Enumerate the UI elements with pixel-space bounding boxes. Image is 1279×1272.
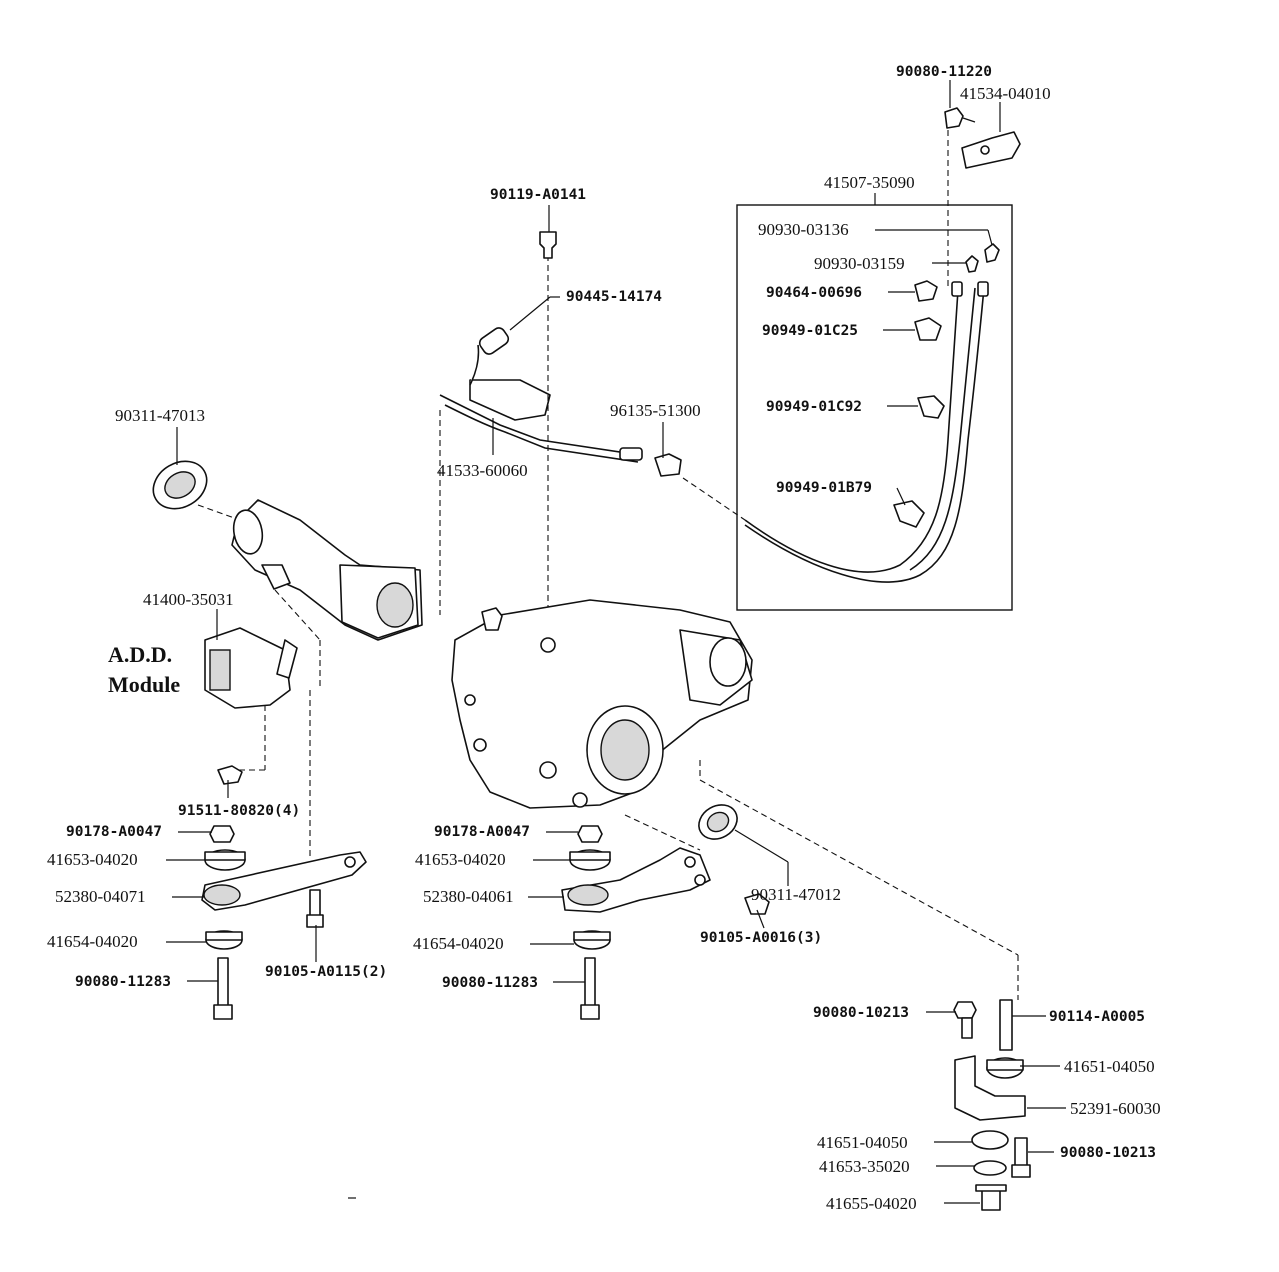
add-module-label-line2: Module (108, 672, 180, 697)
label-90930-03136: 90930-03136 (758, 220, 849, 239)
label-90178-A0047-left: 90178-A0047 (66, 824, 162, 840)
label-90080-10213-upper: 90080-10213 (813, 1005, 909, 1021)
part-labels: 90080-11220 41534-04010 41507-35090 9011… (47, 64, 1161, 1213)
label-90119-A0141: 90119-A0141 (490, 187, 586, 203)
left-mount-stack (201, 825, 367, 1020)
differential-housing (451, 599, 1019, 1000)
breather-pipe (439, 231, 746, 640)
label-41655-04020: 41655-04020 (826, 1194, 917, 1213)
label-41653-35020: 41653-35020 (819, 1157, 910, 1176)
label-41654-04020-middle: 41654-04020 (413, 934, 504, 953)
label-91511-80820: 91511-80820(4) (178, 803, 300, 819)
right-mount-stack (953, 999, 1031, 1211)
label-52391-60030: 52391-60030 (1070, 1099, 1161, 1118)
label-90080-11283-left: 90080-11283 (75, 974, 171, 990)
label-90114-A0005: 90114-A0005 (1049, 1009, 1145, 1025)
label-90080-10213-lower: 90080-10213 (1060, 1145, 1156, 1161)
label-90080-11283-middle: 90080-11283 (442, 975, 538, 991)
axle-tube (231, 499, 423, 641)
label-90178-A0047-middle: 90178-A0047 (434, 824, 530, 840)
label-90105-A0115: 90105-A0115(2) (265, 964, 387, 980)
label-41400-35031: 41400-35031 (143, 590, 234, 609)
middle-mount-stack (561, 825, 770, 1020)
label-52380-04061: 52380-04061 (423, 887, 514, 906)
label-90445-14174: 90445-14174 (566, 289, 662, 305)
label-90311-47012: 90311-47012 (751, 885, 841, 904)
bracket-41534 (944, 107, 1021, 290)
oil-seal-upper (152, 460, 241, 521)
leader-lines (166, 80, 1066, 1204)
label-90949-01B79: 90949-01B79 (776, 480, 872, 496)
label-52380-04071: 52380-04071 (55, 887, 146, 906)
label-41533-60060: 41533-60060 (437, 461, 528, 480)
label-41651-04050-upper: 41651-04050 (1064, 1057, 1155, 1076)
label-90464-00696: 90464-00696 (766, 285, 862, 301)
add-module-label-line1: A.D.D. (108, 642, 172, 667)
label-96135-51300: 96135-51300 (610, 401, 701, 420)
label-41653-04020-middle: 41653-04020 (415, 850, 506, 869)
label-90949-01C92: 90949-01C92 (766, 399, 862, 415)
label-41653-04020-left: 41653-04020 (47, 850, 138, 869)
label-90080-11220: 90080-11220 (896, 64, 992, 80)
label-41534-04010: 41534-04010 (960, 84, 1051, 103)
oil-seal-lower (698, 804, 738, 840)
label-90930-03159: 90930-03159 (814, 254, 905, 273)
label-41654-04020-left: 41654-04020 (47, 932, 138, 951)
label-90311-47013: 90311-47013 (115, 406, 205, 425)
label-41507-35090: 41507-35090 (824, 173, 915, 192)
label-41651-04050-lower: 41651-04050 (817, 1133, 908, 1152)
vent-hose-assembly (736, 193, 1013, 611)
label-90949-01C25: 90949-01C25 (762, 323, 858, 339)
label-90105-A0016: 90105-A0016(3) (700, 930, 822, 946)
add-module (204, 627, 321, 860)
